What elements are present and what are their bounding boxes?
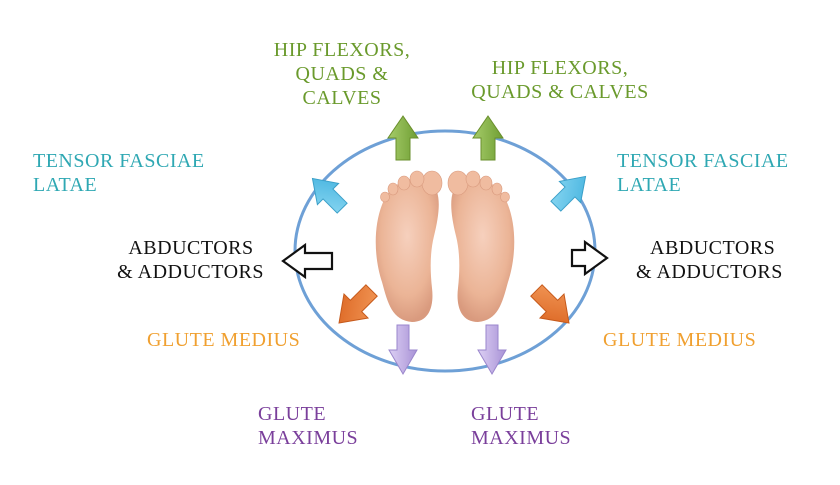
glute-max-right-line-2: MAXIMUS bbox=[471, 427, 572, 449]
glute-max-left-line-2: MAXIMUS bbox=[258, 427, 359, 449]
hip-flexors-left-arrow-icon bbox=[387, 115, 419, 161]
hip-flexors-right-label: HIP FLEXORS, QUADS & CALVES bbox=[460, 56, 660, 104]
glute-max-left-arrow-icon bbox=[388, 324, 418, 375]
tfl-right-label: TENSOR FASCIAE LATAE bbox=[617, 149, 789, 197]
glute-max-right-arrow-icon bbox=[477, 324, 507, 375]
glute-medius-right-label: GLUTE MEDIUS bbox=[603, 329, 757, 351]
abductors-left-arrow-icon bbox=[281, 242, 334, 280]
glute-max-right-line-1: GLUTE bbox=[471, 403, 540, 425]
abductors-left-line-2: & ADDUCTORS bbox=[117, 261, 264, 283]
hip-flexors-right-line-2: QUADS & CALVES bbox=[471, 81, 649, 103]
hip-flexors-left-label: HIP FLEXORS, QUADS & CALVES bbox=[262, 38, 422, 110]
abductors-right-line-2: & ADDUCTORS bbox=[636, 261, 783, 283]
abductors-right-line-1: ABDUCTORS bbox=[650, 237, 776, 259]
tfl-right-arrow-icon bbox=[550, 175, 587, 212]
abductors-left-line-1: ABDUCTORS bbox=[128, 237, 254, 259]
tfl-right-line-1: TENSOR FASCIAE bbox=[617, 150, 789, 172]
glute-max-left-line-1: GLUTE bbox=[258, 403, 327, 425]
tfl-right-line-2: LATAE bbox=[617, 174, 682, 196]
tfl-left-label: TENSOR FASCIAE LATAE bbox=[33, 149, 205, 197]
abductors-left-label: ABDUCTORS & ADDUCTORS bbox=[104, 236, 264, 284]
glute-medius-left-label: GLUTE MEDIUS bbox=[147, 329, 301, 351]
tfl-left-line-1: TENSOR FASCIAE bbox=[33, 150, 205, 172]
support-ring bbox=[293, 129, 597, 373]
glute-medius-left-arrow-icon bbox=[338, 284, 378, 324]
hip-flexors-left-line-1: HIP FLEXORS, bbox=[273, 39, 411, 61]
tfl-left-arrow-icon bbox=[311, 177, 348, 214]
hip-flexors-right-line-1: HIP FLEXORS, bbox=[491, 57, 629, 79]
glute-max-right-label: GLUTE MAXIMUS bbox=[471, 402, 571, 450]
hip-flexors-left-line-2: QUADS & bbox=[295, 63, 389, 85]
glute-max-left-label: GLUTE MAXIMUS bbox=[258, 402, 358, 450]
right-foot-icon bbox=[447, 170, 515, 322]
hip-flexors-right-arrow-icon bbox=[472, 115, 504, 161]
left-foot-icon bbox=[375, 170, 443, 322]
glute-medius-right-arrow-icon bbox=[530, 284, 570, 324]
hip-flexors-left-line-3: CALVES bbox=[302, 87, 382, 109]
tfl-left-line-2: LATAE bbox=[33, 174, 98, 196]
abductors-right-arrow-icon bbox=[570, 239, 609, 277]
abductors-right-label: ABDUCTORS & ADDUCTORS bbox=[636, 236, 801, 284]
